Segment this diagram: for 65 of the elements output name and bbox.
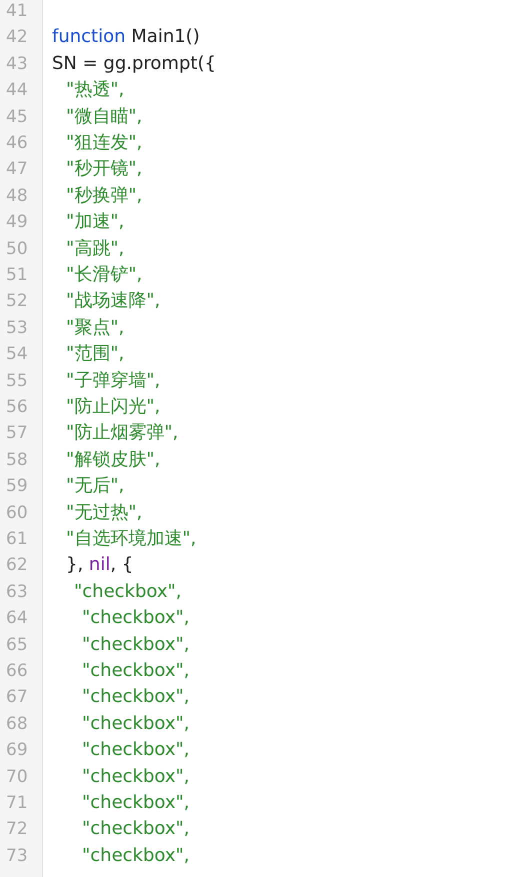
code-line: "自选环境加速", xyxy=(66,528,196,550)
line-number: 69 xyxy=(6,739,29,762)
code-line: "聚点", xyxy=(66,316,124,339)
line-number: 65 xyxy=(6,634,29,656)
code-line: "高跳", xyxy=(66,238,124,260)
line-number: 46 xyxy=(6,132,29,154)
code-line: "checkbox", xyxy=(82,686,190,708)
code-line: "checkbox", xyxy=(82,607,190,630)
code-line: "checkbox", xyxy=(82,844,190,867)
code-line: "加速", xyxy=(66,211,124,234)
code-line: "checkbox", xyxy=(74,580,182,603)
line-number: 67 xyxy=(6,686,29,708)
code-line: "无过热", xyxy=(66,502,142,524)
line-number: 72 xyxy=(6,818,29,840)
code-line: "秒换弹", xyxy=(66,184,142,207)
line-number: 56 xyxy=(6,396,29,418)
line-number: 61 xyxy=(6,528,29,550)
code-line: "无后", xyxy=(66,475,124,498)
line-number: 55 xyxy=(6,370,29,392)
code-line: "checkbox", xyxy=(82,818,190,840)
line-number: 43 xyxy=(6,52,29,75)
line-number: 47 xyxy=(6,158,29,180)
line-number: 45 xyxy=(6,106,29,128)
line-number: 70 xyxy=(6,766,29,788)
code-line: "checkbox", xyxy=(82,660,190,682)
line-number: 53 xyxy=(6,316,29,339)
code-line: "解锁皮肤", xyxy=(66,448,160,471)
line-number: 51 xyxy=(6,264,29,286)
code-line: "checkbox", xyxy=(82,712,190,735)
line-number: 48 xyxy=(6,184,29,207)
code-line: SN = gg.prompt({ xyxy=(52,52,216,75)
code-line: "防止烟雾弹", xyxy=(66,422,178,444)
line-number: 66 xyxy=(6,660,29,682)
code-line: "checkbox", xyxy=(82,792,190,814)
line-number: 52 xyxy=(6,290,29,312)
line-number: 64 xyxy=(6,607,29,630)
line-number: 71 xyxy=(6,792,29,814)
code-line: "狙连发", xyxy=(66,132,142,154)
line-number: 50 xyxy=(6,238,29,260)
code-line: "秒开镜", xyxy=(66,158,142,180)
line-number: 73 xyxy=(6,844,29,867)
code-line: "范围", xyxy=(66,343,124,366)
line-number: 63 xyxy=(6,580,29,603)
code-line: "checkbox", xyxy=(82,766,190,788)
code-line: "防止闪光", xyxy=(66,396,160,418)
line-number: 41 xyxy=(6,0,29,22)
code-line: "热透", xyxy=(66,79,124,102)
line-number: 49 xyxy=(6,211,29,234)
code-line: "长滑铲", xyxy=(66,264,142,286)
line-number: 68 xyxy=(6,712,29,735)
line-number: 44 xyxy=(6,79,29,102)
line-number: 62 xyxy=(6,554,29,576)
line-number: 54 xyxy=(6,343,29,366)
code-line: "子弹穿墙", xyxy=(66,370,160,392)
line-number: 60 xyxy=(6,502,29,524)
line-number: 57 xyxy=(6,422,29,444)
code-line: function Main1() xyxy=(52,26,200,48)
code-line: "微自瞄", xyxy=(66,106,142,128)
code-line: "checkbox", xyxy=(82,739,190,762)
code-line: "checkbox", xyxy=(82,634,190,656)
line-number: 59 xyxy=(6,475,29,498)
line-number: 42 xyxy=(6,26,29,48)
code-line: }, nil, { xyxy=(66,554,134,576)
line-number: 58 xyxy=(6,448,29,471)
code-line: "战场速降", xyxy=(66,290,160,312)
